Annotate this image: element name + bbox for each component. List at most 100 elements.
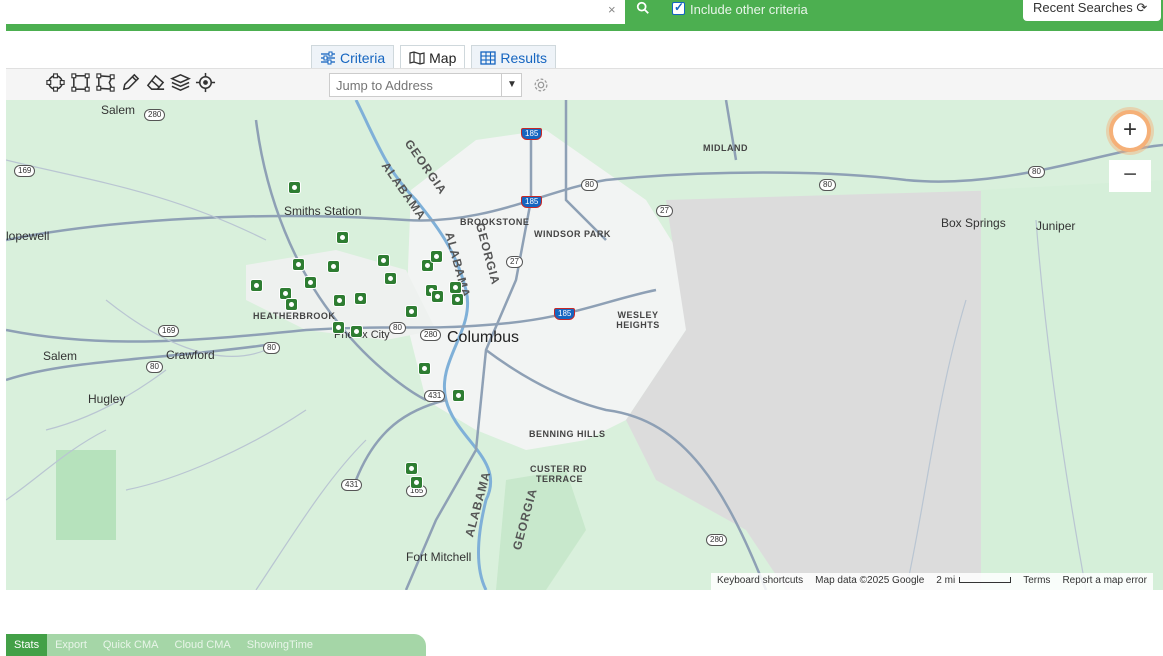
listing-pin[interactable]	[292, 258, 305, 271]
terms-link[interactable]: Terms	[1023, 575, 1051, 586]
draw-rectangle-icon[interactable]	[70, 72, 93, 95]
highway-shield: 27	[506, 256, 523, 268]
listing-pin[interactable]	[431, 290, 444, 303]
highway-shield: 80	[819, 179, 836, 191]
listing-pin[interactable]	[336, 231, 349, 244]
place-label: TERRACE	[536, 474, 584, 484]
listing-pin[interactable]	[250, 279, 263, 292]
listing-pin[interactable]	[377, 254, 390, 267]
clear-search-icon[interactable]: ×	[608, 2, 616, 17]
highway-shield: 280	[420, 329, 442, 341]
highway-shield: 280	[706, 534, 728, 546]
quick-cma-button[interactable]: Quick CMA	[102, 639, 159, 651]
place-label: Salem	[101, 103, 136, 117]
highway-shield: 431	[341, 479, 363, 491]
place-label: Hugley	[88, 392, 126, 406]
place-label: MIDLAND	[703, 143, 748, 153]
results-action-bar: Stats Export Quick CMA Cloud CMA Showing…	[6, 634, 426, 656]
draw-tools	[45, 72, 218, 95]
layers-icon[interactable]	[170, 72, 193, 95]
tab-criteria[interactable]: Criteria	[311, 45, 395, 69]
include-criteria-label: Include other criteria	[690, 2, 808, 17]
highway-shield: 80	[389, 322, 406, 334]
listing-pin[interactable]	[452, 389, 465, 402]
tab-results-label: Results	[500, 49, 548, 66]
map-icon	[409, 50, 425, 65]
place-label: Salem	[43, 349, 78, 363]
listing-pin[interactable]	[285, 298, 298, 311]
search-input[interactable]	[6, 0, 625, 24]
highway-shield: 80	[581, 179, 598, 191]
listing-pin[interactable]	[288, 181, 301, 194]
listing-pin[interactable]	[333, 294, 346, 307]
place-label: Fort Mitchell	[406, 550, 472, 564]
highway-shield: 80	[146, 361, 163, 373]
highway-shield: 80	[263, 342, 280, 354]
caret-down-icon: ▼	[507, 79, 517, 90]
jump-to-address-input[interactable]	[329, 73, 522, 97]
place-label: BROOKSTONE	[460, 217, 530, 227]
tab-results[interactable]: Results	[471, 45, 557, 69]
city-label: Columbus	[447, 329, 520, 346]
highway-shield: 27	[656, 205, 673, 217]
place-label: WINDSOR PARK	[534, 229, 611, 239]
listing-pin[interactable]	[332, 321, 345, 334]
highway-shield: 431	[424, 390, 446, 402]
address-dropdown-button[interactable]: ▼	[501, 73, 522, 97]
report-error-link[interactable]: Report a map error	[1062, 575, 1147, 586]
map-canvas[interactable]: Salem Smiths Station lopewell HEATHERBRO…	[6, 100, 1163, 590]
stats-button[interactable]: Stats	[6, 634, 48, 656]
listing-pin[interactable]	[405, 305, 418, 318]
zoom-in-button[interactable]: +	[1109, 110, 1151, 152]
highway-shield: 169	[14, 165, 36, 177]
draw-polygon-icon[interactable]	[95, 72, 118, 95]
place-label: WESLEY HEIGHTS	[616, 310, 660, 330]
highway-shield: 80	[1028, 166, 1045, 178]
include-criteria-checkbox[interactable]	[672, 0, 685, 15]
keyboard-shortcuts-link[interactable]: Keyboard shortcuts	[717, 575, 804, 586]
locate-icon[interactable]	[195, 72, 218, 95]
listing-pin[interactable]	[405, 462, 418, 475]
search-bar: × Include other criteria Recent Searches…	[6, 0, 1163, 31]
listing-pin[interactable]	[384, 272, 397, 285]
place-label: BENNING HILLS	[529, 429, 606, 439]
export-button[interactable]: Export	[55, 639, 87, 651]
tab-map[interactable]: Map	[400, 45, 466, 69]
map-scale-label: 2 mi	[936, 575, 956, 586]
interstate-shield: 185	[554, 308, 576, 320]
eraser-icon[interactable]	[145, 72, 168, 95]
pencil-icon[interactable]	[120, 72, 143, 95]
map-scale[interactable]: 2 mi	[936, 575, 1012, 588]
listing-pin[interactable]	[304, 276, 317, 289]
recent-searches-button[interactable]: Recent Searches ⟳	[1023, 0, 1161, 21]
interstate-shield: 185	[521, 128, 543, 140]
tab-map-label: Map	[429, 49, 457, 66]
place-label: Juniper	[1036, 219, 1076, 233]
place-label: Box Springs	[941, 216, 1006, 230]
cloud-cma-button[interactable]: Cloud CMA	[174, 639, 231, 651]
listing-pin[interactable]	[418, 362, 431, 375]
search-icon[interactable]	[636, 1, 650, 15]
highway-shield: 280	[144, 109, 166, 121]
table-icon	[480, 50, 497, 65]
scale-bar	[959, 577, 1012, 584]
place-label: CUSTER RD	[530, 464, 588, 474]
map-base-layer	[6, 100, 1163, 590]
listing-pin[interactable]	[410, 476, 423, 489]
interstate-shield: 185	[521, 196, 543, 208]
listing-pin[interactable]	[430, 250, 443, 263]
history-icon: ⟳	[1136, 0, 1148, 15]
showingtime-button[interactable]: ShowingTime	[246, 639, 313, 651]
listing-pin[interactable]	[327, 260, 340, 273]
listing-pin[interactable]	[354, 292, 367, 305]
map-attribution: Keyboard shortcuts Map data ©2025 Google…	[711, 573, 1153, 590]
place-label: Smiths Station	[284, 204, 362, 218]
listing-pin[interactable]	[451, 293, 464, 306]
recent-searches-label: Recent Searches	[1033, 0, 1133, 15]
listing-pin[interactable]	[350, 325, 363, 338]
zoom-out-button[interactable]: −	[1109, 160, 1151, 192]
place-label: HEATHERBROOK	[253, 311, 336, 321]
gear-icon[interactable]	[532, 76, 550, 94]
draw-circle-icon[interactable]	[45, 72, 68, 95]
